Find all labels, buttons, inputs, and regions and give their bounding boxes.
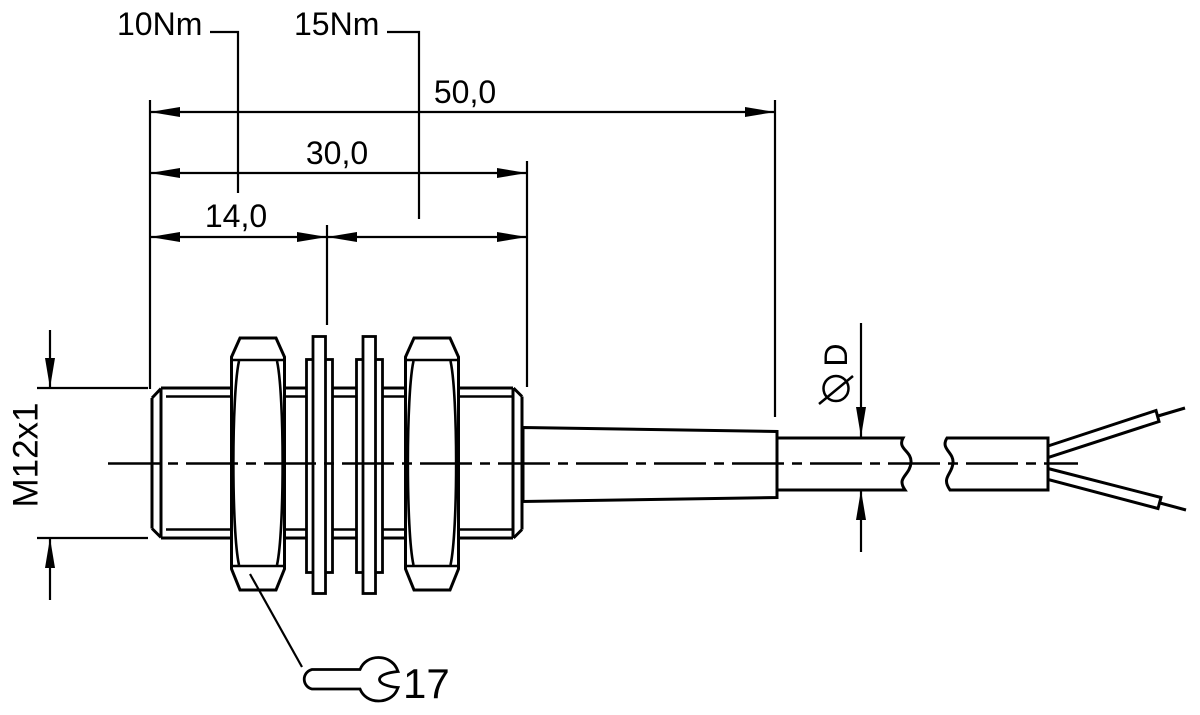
arrowhead	[150, 168, 180, 178]
thread-spec-label: M12x1	[7, 402, 46, 507]
cable-diameter-label: D	[818, 343, 854, 366]
dimension-cable-diameter: D	[818, 323, 866, 552]
wire-upper-insulation	[1046, 408, 1161, 460]
diameter-symbol-icon	[818, 374, 854, 405]
rear-chamfer-top	[512, 386, 524, 398]
wire-lower-conductor	[1159, 501, 1187, 512]
washer-rear-disc	[361, 335, 377, 595]
arrowhead	[150, 107, 180, 117]
lock-washer-rear	[355, 335, 384, 595]
wire-upper-conductor	[1157, 406, 1186, 418]
arrowhead	[856, 407, 866, 437]
wrench-icon	[302, 656, 401, 703]
arrowhead	[327, 232, 357, 242]
rear-chamfer-bottom	[512, 528, 524, 540]
arrowhead	[856, 490, 866, 520]
arrowhead	[45, 538, 55, 568]
dimension-housing-length: 30,0	[150, 135, 529, 387]
arrowhead	[150, 232, 180, 242]
torque-label-front: 10Nm	[117, 6, 202, 42]
leader-line-wrench	[249, 573, 303, 668]
front-chamfer-bottom	[150, 527, 163, 539]
hex-nut-front-outline	[230, 336, 286, 592]
dim-label-thread-length: 14,0	[205, 198, 267, 234]
dim-label-overall-length: 50,0	[434, 74, 496, 110]
arrowhead	[497, 168, 527, 178]
arrowhead	[45, 358, 55, 388]
dimension-thread-length: 14,0	[150, 198, 527, 325]
leader-line-15nm	[387, 30, 421, 219]
lock-washer-front	[305, 335, 334, 595]
arrowhead	[497, 232, 527, 242]
washer-front-disc	[311, 335, 327, 595]
torque-callout-front: 10Nm	[117, 6, 240, 193]
torque-callout-rear: 15Nm	[294, 6, 421, 219]
dimension-thread-size: M12x1	[7, 330, 148, 600]
wrench-size-label: 17	[403, 660, 450, 707]
wire-lower-insulation	[1046, 466, 1163, 511]
wire-upper	[1046, 406, 1186, 460]
dim-label-housing-length: 30,0	[306, 135, 368, 171]
wrench-callout: 17	[249, 573, 450, 707]
hex-nut-front	[230, 336, 286, 592]
front-chamfer-top	[150, 387, 163, 400]
torque-label-rear: 15Nm	[294, 6, 379, 42]
arrowhead	[745, 107, 775, 117]
dimension-overall-length: 50,0	[148, 74, 777, 417]
wire-lower	[1046, 466, 1187, 512]
leader-line-10nm	[210, 30, 240, 193]
arrowhead	[297, 232, 327, 242]
